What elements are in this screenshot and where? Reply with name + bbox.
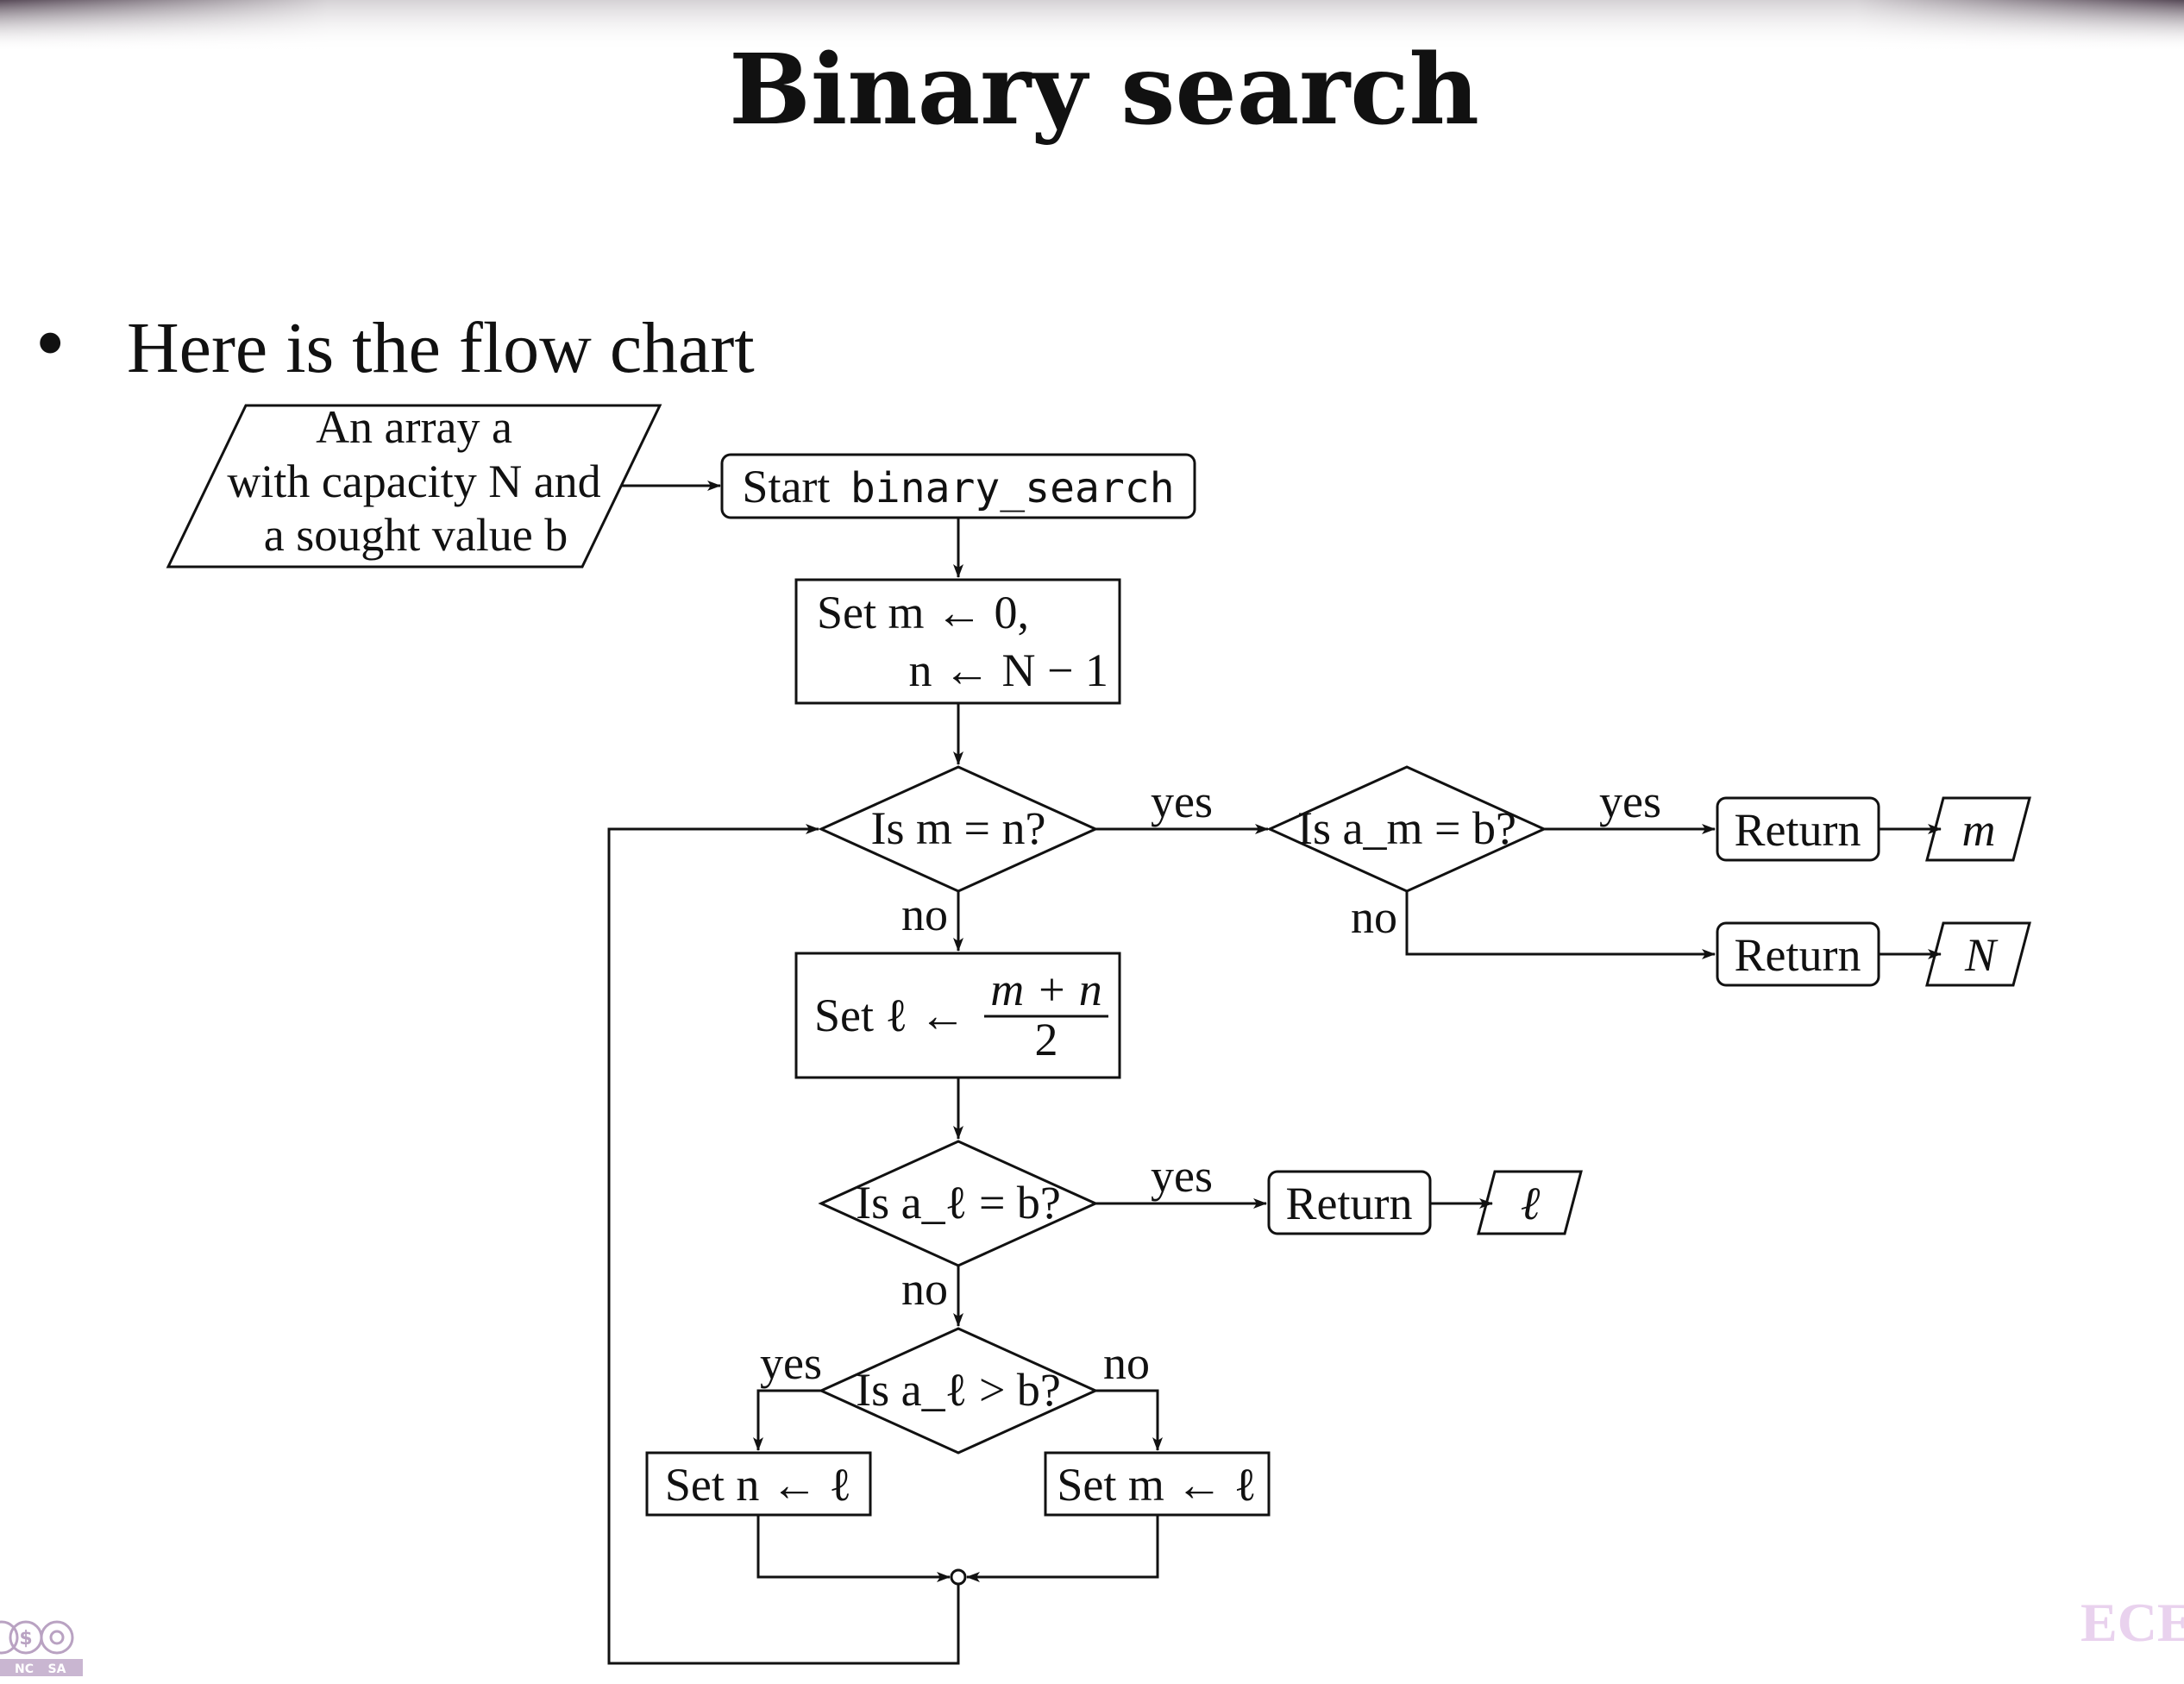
output-m-node: m [1925, 796, 2031, 862]
edge-al-gt-no [1095, 1389, 1163, 1451]
set-l-denominator: 2 [1035, 1014, 1058, 1065]
edge-label-al-gt-yes: yes [760, 1337, 822, 1389]
bullet-marker: • [29, 305, 72, 386]
decision-am-equals-b: Is a_m = b? [1266, 765, 1547, 893]
set-n-node: Set n ← ℓ [645, 1451, 872, 1517]
edge-loop-back [607, 824, 960, 1665]
return-n-label: Return [1735, 929, 1861, 981]
set-l-label: Set ℓ ← [814, 990, 966, 1041]
edge-am-no [1405, 891, 1716, 959]
edge-label-al-eq-yes: yes [1151, 1150, 1213, 1202]
decision-al-greater-b: Is a_ℓ > b? [818, 1327, 1099, 1455]
input-line-2: with capacity N and [227, 456, 600, 507]
set-m-node: Set m ← ℓ [1044, 1451, 1271, 1517]
return-l-node: Return [1267, 1170, 1432, 1235]
output-l-node: ℓ [1477, 1170, 1583, 1235]
svg-text:$: $ [19, 1628, 32, 1649]
set-l-numerator: m + n [990, 964, 1101, 1015]
top-decorative-band [0, 0, 2184, 52]
decision-al-equals-b: Is a_ℓ = b? [818, 1140, 1099, 1267]
creative-commons-license-icon: $ NC SA [0, 1620, 83, 1676]
set-l-node: Set ℓ ← m + n 2 [794, 952, 1121, 1079]
output-m-text: m [1962, 804, 1996, 856]
input-line-3: a sought value b [264, 509, 568, 561]
merge-junction [950, 1568, 967, 1586]
decision-al-greater-b-text: Is a_ℓ > b? [856, 1364, 1061, 1416]
edge-label-al-eq-no: no [901, 1263, 948, 1315]
set-n-text: Set n ← ℓ [665, 1459, 851, 1511]
edge-label-am-no: no [1351, 891, 1397, 943]
bullet-text: Here is the flow chart [127, 308, 755, 388]
start-word: Start [742, 461, 830, 512]
decision-al-equals-b-text: Is a_ℓ = b? [856, 1177, 1061, 1228]
input-line-1: An array a [316, 401, 512, 453]
edge-label-am-yes: yes [1599, 776, 1661, 827]
init-node: Set m ← 0, n ← N − 1 [794, 578, 1121, 705]
start-function-name: binary_search [850, 464, 1175, 512]
decision-am-equals-b-text: Is a_m = b? [1297, 802, 1516, 854]
edge-set-m-to-merge [966, 1515, 1159, 1582]
set-m-text: Set m ← ℓ [1057, 1459, 1256, 1511]
slide-title: Binary search [729, 34, 1479, 147]
edge-set-n-to-merge [756, 1515, 951, 1582]
init-line-2: n ← N − 1 [909, 644, 1108, 696]
output-l-text: ℓ [1521, 1178, 1541, 1229]
return-m-node: Return [1716, 796, 1880, 862]
output-n-node: N [1925, 921, 2031, 987]
edge-al-gt-yes [753, 1389, 821, 1451]
license-badge-nc: NC [15, 1662, 34, 1676]
init-line-1: Set m ← 0, [817, 587, 1029, 638]
license-badge-sa: SA [48, 1662, 66, 1676]
decision-m-equals-n-text: Is m = n? [871, 802, 1046, 854]
ece-watermark: ECE [2080, 1592, 2184, 1653]
edge-label-al-gt-no: no [1103, 1337, 1150, 1389]
output-n-text: N [1964, 929, 1999, 981]
decision-m-equals-n: Is m = n? [818, 765, 1099, 893]
start-node: Start binary_search [720, 453, 1196, 519]
edge-label-mn-no: no [901, 889, 948, 940]
edge-label-mn-yes: yes [1151, 776, 1213, 827]
return-n-node: Return [1716, 921, 1880, 987]
svg-text:Start binary_search: Start binary_search [742, 461, 1174, 512]
input-node: An array a with capacity N and a sought … [166, 401, 662, 569]
return-l-label: Return [1286, 1178, 1413, 1229]
return-m-label: Return [1735, 804, 1861, 856]
